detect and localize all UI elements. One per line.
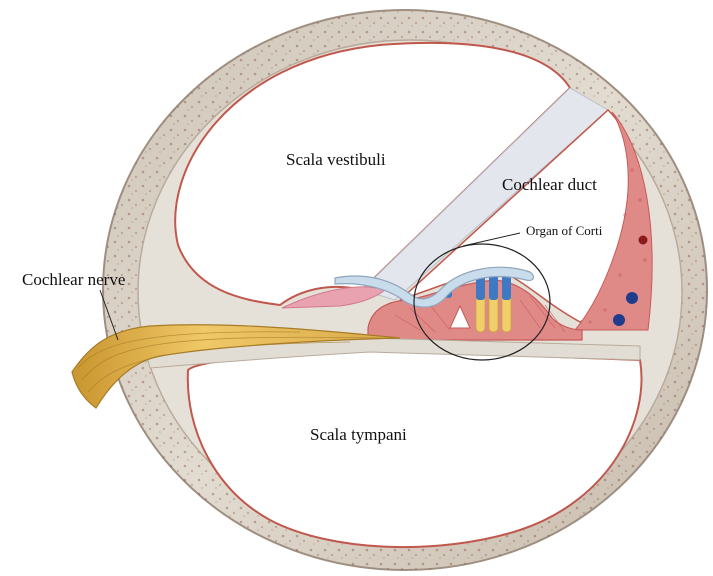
reissners-membrane (361, 87, 609, 301)
cochlear-nerve-leader-line (99, 289, 119, 341)
label-scala-tympani: Scala tympani (310, 425, 407, 444)
stria-vascularis (573, 111, 653, 331)
blood-vessel-blue-2 (613, 314, 625, 326)
label-cochlear-duct: Cochlear duct (502, 175, 597, 194)
scala-vestibuli-chamber (174, 41, 572, 307)
organ-of-corti-texture (394, 295, 566, 333)
nerve-fibers (77, 331, 381, 393)
tectorial-membrane (334, 266, 535, 308)
organ-of-corti-highlight-circle (413, 243, 551, 361)
label-organ-of-corti: Organ of Corti (526, 223, 603, 238)
tunnel-of-corti (449, 304, 471, 329)
label-scala-vestibuli: Scala vestibuli (286, 150, 386, 169)
blood-vessel-blue-1 (626, 292, 638, 304)
label-cochlear-nerve: Cochlear nerve (22, 270, 126, 289)
organ-of-corti-leader-line (462, 232, 521, 247)
blood-vessel-red (638, 235, 648, 245)
